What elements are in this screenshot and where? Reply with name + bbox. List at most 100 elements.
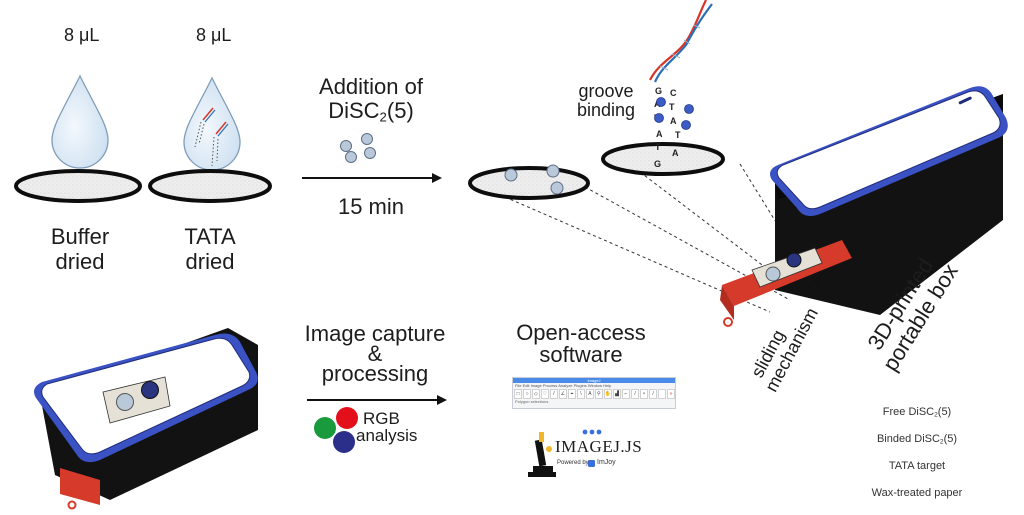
bound-dye-molecules-icon [654,97,694,130]
rgb-label-line1: RGB [363,409,400,428]
dna-helix-icon [649,0,713,83]
imjoy-brand-text: ImJoy [597,459,616,466]
base-A2: A [670,116,677,126]
incubation-time-label: 15 min [337,194,405,219]
microscope-logo-icon [528,432,556,477]
base-A3: A [656,129,663,139]
zoom-tool-icon: ⚲ [594,389,603,399]
menu-process: Process [542,383,558,388]
angle-tool-icon: ∠ [558,389,567,399]
buffer-volume-label: 8 μL [64,25,100,45]
buffer-drop-icon [51,74,109,169]
groove-label-line2: binding [576,100,636,120]
menu-file: File [515,383,522,388]
pen-tool-icon: / [649,389,657,399]
imagej-window-title: ImageJ [513,378,675,383]
base-G1: G [655,86,662,96]
imjoy-logo-icon [588,460,595,467]
base-A4: A [672,148,679,158]
powered-by-text: Powered by [557,460,589,466]
software-label-line2: software [539,342,623,367]
menu-image: Image [530,383,542,388]
empty-tool-slot [658,389,666,399]
menu-analyze: Analyze [558,383,573,388]
legend-bound-dye-suffix: (5) [943,433,958,445]
imagej-toolbar: □ ○ ◇ ♡ / ∠ ⌖ \ A ⚲ ✋ ▟ ⌐ / ⁍ / » [513,389,675,399]
paper-disc-tata [148,169,272,203]
legend-bound-dye: Binded DiSC2(5) [862,433,972,446]
dna-strand-icon [194,107,229,167]
free-dye-molecules-icon [340,133,376,163]
software-label-line1: Open-access [516,320,646,345]
legend-tata-target-text: TATA target [888,460,946,472]
addition-label-line2: DiSC2(5) [296,100,446,128]
imagej-window-screenshot: ImageJ File Edit Image Process Analyze P… [512,377,676,409]
dye-subscript: 2 [379,109,387,125]
tata-volume-label: 8 μL [196,25,232,45]
sliding-tray [720,240,852,327]
tata-result-disc [601,142,725,176]
freehand-tool-icon: ♡ [540,389,549,399]
rgb-analysis-label: RGB analysis [356,410,417,444]
base-T3: T [675,130,681,140]
dropper-tool-icon: ▟ [613,389,622,399]
groove-binding-label: groove binding [566,82,646,120]
buffer-result-disc [468,164,590,200]
tata-label-line2: dried [185,249,235,274]
tata-label-line1: TATA [184,224,236,249]
menu-help: Help [603,383,612,388]
oval-tool-icon: ○ [522,389,531,399]
rectangle-tool-icon: □ [514,389,522,399]
buffer-label-line2: dried [55,249,105,274]
wand-tool-icon: \ [576,389,585,399]
legend-bound-dye-text: Binded DiSC [876,433,940,445]
addition-label-line1: Addition of [319,74,423,99]
imagej-menu-bar: File Edit Image Process Analyze Plugins … [513,383,675,389]
base-G2: G [654,159,661,169]
imagej-logo-text: IMAGEJ.JS [555,437,643,456]
base-T4: T [655,142,661,152]
more-tools-icon: » [666,389,675,399]
addition-label: Addition of DiSC2(5) [296,76,446,128]
portable-box-device [770,86,1008,315]
menu-edit: Edit [522,383,530,388]
legend-free-dye-suffix: (5) [937,406,952,418]
slide-direction-icon [805,278,820,291]
legend-tata-target: TATA target [862,460,972,472]
smartphone-icon [770,86,1008,216]
legend-wax-paper-text: Wax-treated paper [871,487,963,499]
menu-plugins: Plugins [573,383,587,388]
imagej-dots-icon [582,429,602,435]
hand-tool-icon: ✋ [603,389,613,399]
buffer-label-line1: Buffer [50,224,110,249]
dye-suffix: (5) [386,98,414,123]
legend-bound-dye-sub: 2 [939,438,944,446]
capture-label-line3: processing [321,361,429,386]
capture-label-line1: Image capture [304,321,446,346]
menu-window: Window [587,383,603,388]
capture-label-line2: & [367,341,383,366]
dev-tool-icon: ⌐ [622,389,631,399]
right-arrow-icon [302,173,442,183]
legend-free-dye-text: Free DiSC [882,406,935,418]
legend-free-dye: Free DiSC2(5) [862,406,972,419]
dye-name: DiSC [328,98,380,123]
polygon-tool-icon: ◇ [531,389,540,399]
point-tool-icon: ⌖ [567,389,576,399]
rgb-label-line2: analysis [356,426,418,445]
tata-drop-icon [183,76,241,171]
text-tool-icon: A [585,389,594,399]
pencil-tool-icon: / [631,389,640,399]
base-C1: C [670,88,677,98]
open-access-label: Open-access software [496,322,666,366]
portable-box-bottom [34,328,258,510]
right-arrow-2-icon [307,395,447,405]
tata-sample-label: TATA dried [170,226,250,273]
legend-wax-paper: Wax-treated paper [862,487,972,499]
brush-tool-icon: ⁍ [640,389,649,399]
groove-label-line1: groove [578,81,634,101]
buffer-sample-label: Buffer dried [40,226,120,273]
imagej-status-bar: Polygon selections [515,399,549,404]
line-tool-icon: / [549,389,558,399]
